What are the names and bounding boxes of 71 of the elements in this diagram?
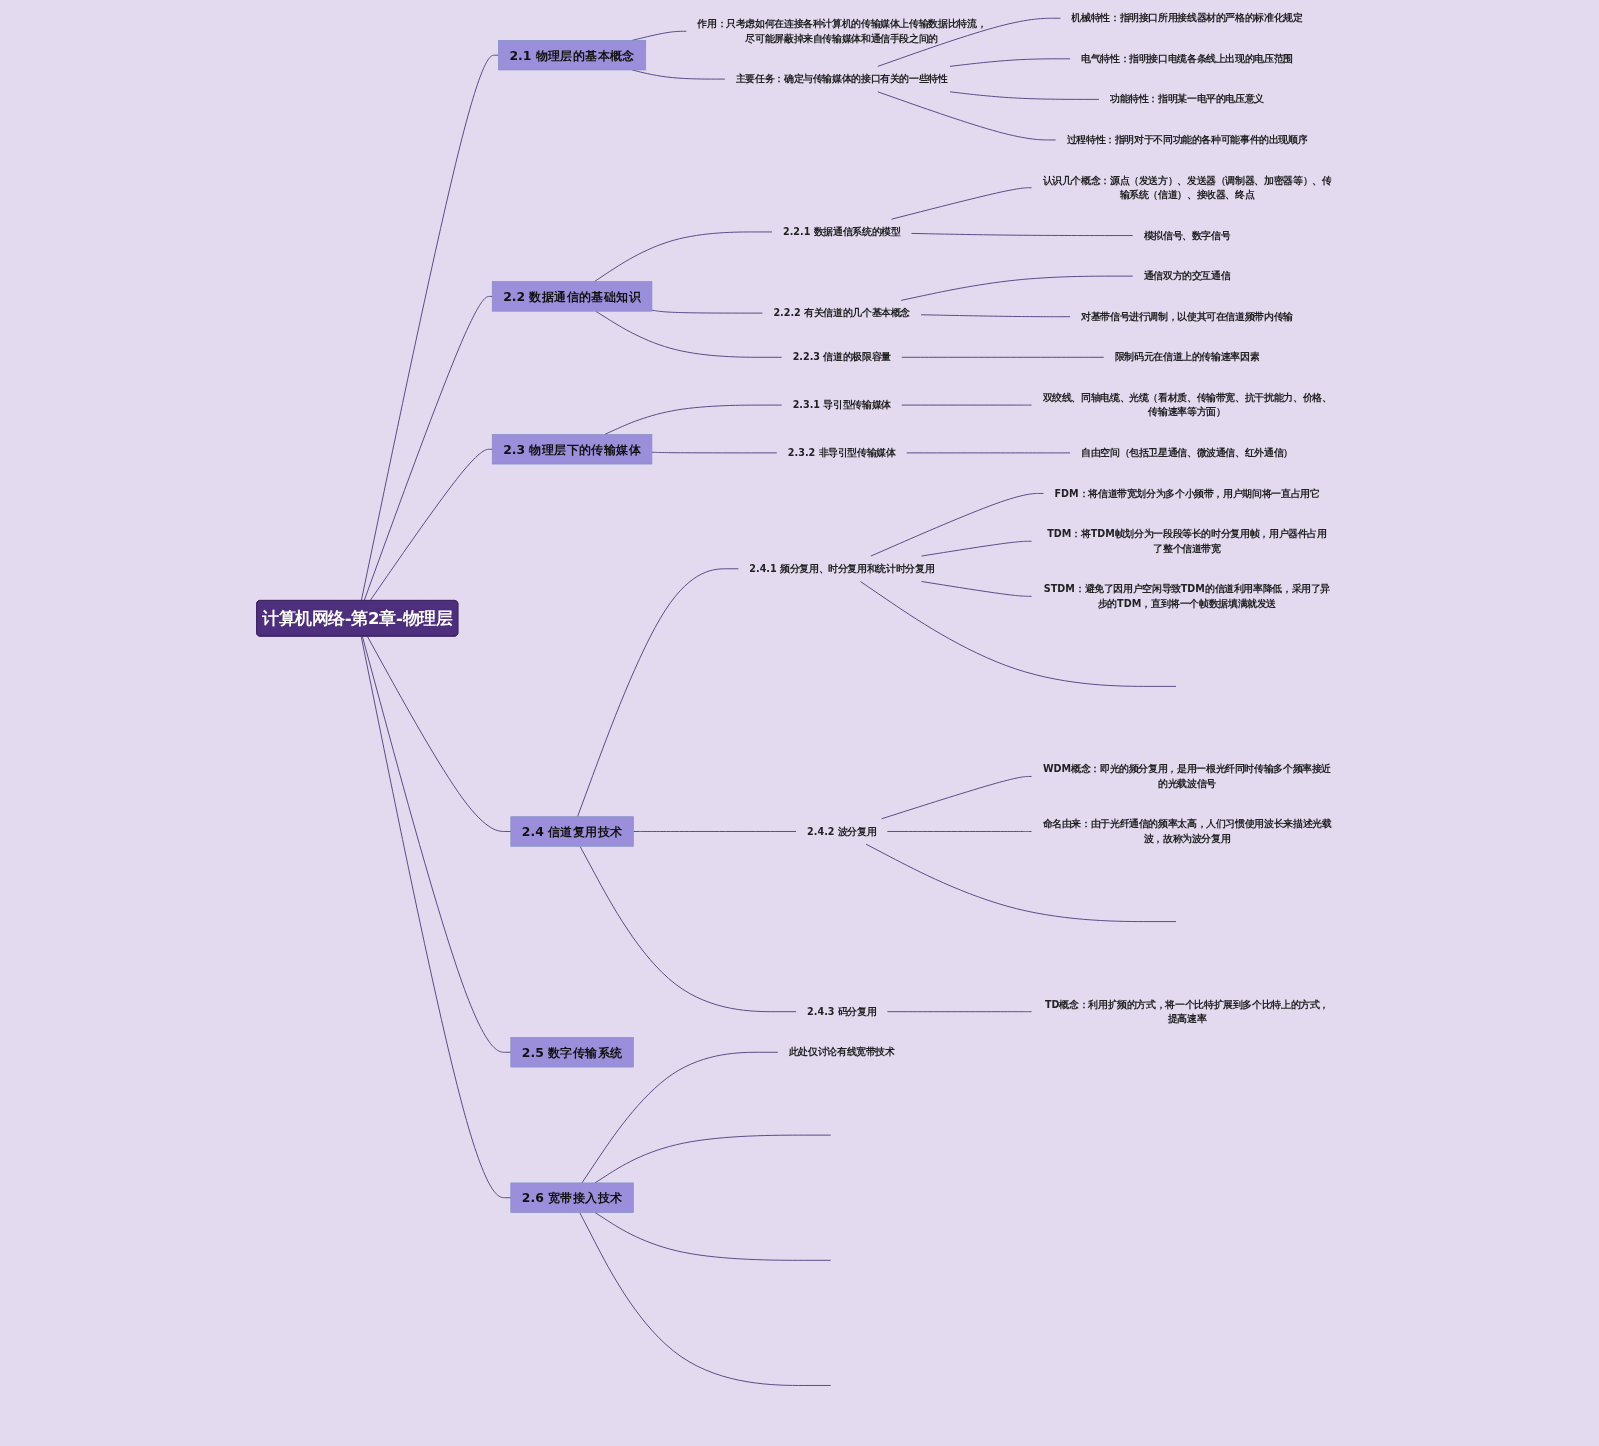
connector xyxy=(949,91,1100,100)
connector xyxy=(906,452,1071,454)
node-text: 认识几个概念：源点（发送方）、发送器（调制器、加密器等）、传输系统（信道）、接收器、终点 xyxy=(1042,174,1332,201)
connector xyxy=(901,356,1105,358)
connector xyxy=(886,831,1032,832)
node-text: 通信双方的交互通信 xyxy=(1143,270,1231,282)
node-text: 机械特性：指明接口所用接线器材的严格的标准化规定 xyxy=(1071,12,1303,24)
connector xyxy=(593,231,773,283)
node-text: 2.3.2 非导引型传输媒体 xyxy=(787,447,896,459)
connector xyxy=(920,314,1071,318)
connector xyxy=(581,1051,779,1184)
node-text: 自由空间（包括卫星通信、微波通信、红外通信） xyxy=(1081,447,1293,459)
node-text: 2.2.1 数据通信系统的模型 xyxy=(783,226,901,238)
connector xyxy=(577,568,739,818)
connector xyxy=(579,1212,832,1386)
connector xyxy=(900,275,1134,301)
connector xyxy=(870,493,1044,557)
node-text: STDM：避免了因用户空闲导致TDM的信道利用率降低，采用了异步的TDM，直到将一个帧数据填满就发送 xyxy=(1043,583,1331,609)
connector xyxy=(632,831,797,832)
connector xyxy=(594,1134,832,1184)
node-box: 2.4 信道复用技术 xyxy=(510,816,634,847)
connector xyxy=(877,17,1061,67)
connector xyxy=(865,843,1177,923)
connector xyxy=(651,309,763,314)
connector xyxy=(360,54,499,602)
node-text: WDM概念：即光的频分复用，是用一根光纤同时传输多个频率接近的光载波信号 xyxy=(1042,763,1332,789)
node-text: FDM：将信道带宽划分为多个小频带，用户期间将一直占用它 xyxy=(1054,487,1320,499)
connector xyxy=(921,581,1032,597)
connector xyxy=(369,448,493,602)
node-text: TD概念：利用扩频的方式，将一个比特扩展到多个比特上的方式，提高速率 xyxy=(1044,998,1330,1025)
connector xyxy=(651,451,778,454)
node-text: 2.2.3 信道的极限容量 xyxy=(792,351,891,363)
connector xyxy=(921,540,1032,557)
node-box: 2.5 数字传输系统 xyxy=(510,1037,634,1068)
connector xyxy=(886,1011,1032,1013)
connector xyxy=(901,404,1032,406)
node-text: 2.2.2 有关信道的几个基本概念 xyxy=(773,307,911,319)
node-text: 2.3.1 导引型传输媒体 xyxy=(792,399,891,411)
node-text: 对基带信号进行调制，以使其可在信道频带内传输 xyxy=(1081,310,1293,322)
node-text: 过程特性：指明对于不同功能的各种可能事件的出现顺序 xyxy=(1066,134,1308,146)
connector xyxy=(579,845,797,1013)
node-text: 2.4.3 码分复用 xyxy=(807,1005,877,1017)
node-text: 主要任务：确定与传输媒体的接口有关的一些特性 xyxy=(735,73,948,85)
node-text: 限制码元在信道上的传输速率因素 xyxy=(1114,351,1260,363)
node-box: 2.1 物理层的基本概念 xyxy=(498,40,647,71)
connector xyxy=(360,636,512,1199)
connector xyxy=(604,404,783,435)
node-text: 作用：只考虑如何在连接各种计算机的传输媒体上传输数据比特流，尽可能屏蔽掉来自传输媒体和通信手段之间的 xyxy=(697,18,987,44)
node-text: 双绞线、同轴电缆、光缆（看材质、传输带宽、抗干扰能力、价格、传输速率等方面） xyxy=(1042,392,1332,418)
node-text: 此处仅讨论有线宽带技术 xyxy=(788,1046,895,1058)
connector xyxy=(877,91,1057,141)
connector xyxy=(859,581,1177,687)
node-text: TDM：将TDM帧划分为一段段等长的时分复用帧，用户器件占用了整个信道带宽 xyxy=(1047,528,1327,554)
node-text: 命名由来：由于光纤通信的频率太高，人们习惯使用波长来描述光载波，故称为波分复用 xyxy=(1042,818,1332,844)
connector xyxy=(891,187,1032,220)
connector xyxy=(911,232,1134,236)
node-box: 2.2 数据通信的基础知识 xyxy=(491,281,653,312)
connector xyxy=(949,58,1071,67)
node-text: 电气特性：指明接口电缆各条线上出现的电压范围 xyxy=(1081,52,1293,64)
connector xyxy=(367,636,512,832)
connector xyxy=(881,776,1032,820)
node-text: 2.4.2 波分复用 xyxy=(807,825,877,837)
connector xyxy=(361,636,512,1053)
node-text: 2.4.1 频分复用、时分复用和统计时分复用 xyxy=(749,562,935,574)
connector xyxy=(595,310,783,358)
node-box: 2.3 物理层下的传输媒体 xyxy=(491,434,653,465)
connector xyxy=(594,1212,832,1261)
connector xyxy=(363,295,493,602)
node-box: 2.6 宽带接入技术 xyxy=(510,1182,634,1213)
node-text: 模拟信号、数字信号 xyxy=(1143,229,1231,241)
node-text: 功能特性：指明某一电平的电压意义 xyxy=(1109,93,1264,105)
